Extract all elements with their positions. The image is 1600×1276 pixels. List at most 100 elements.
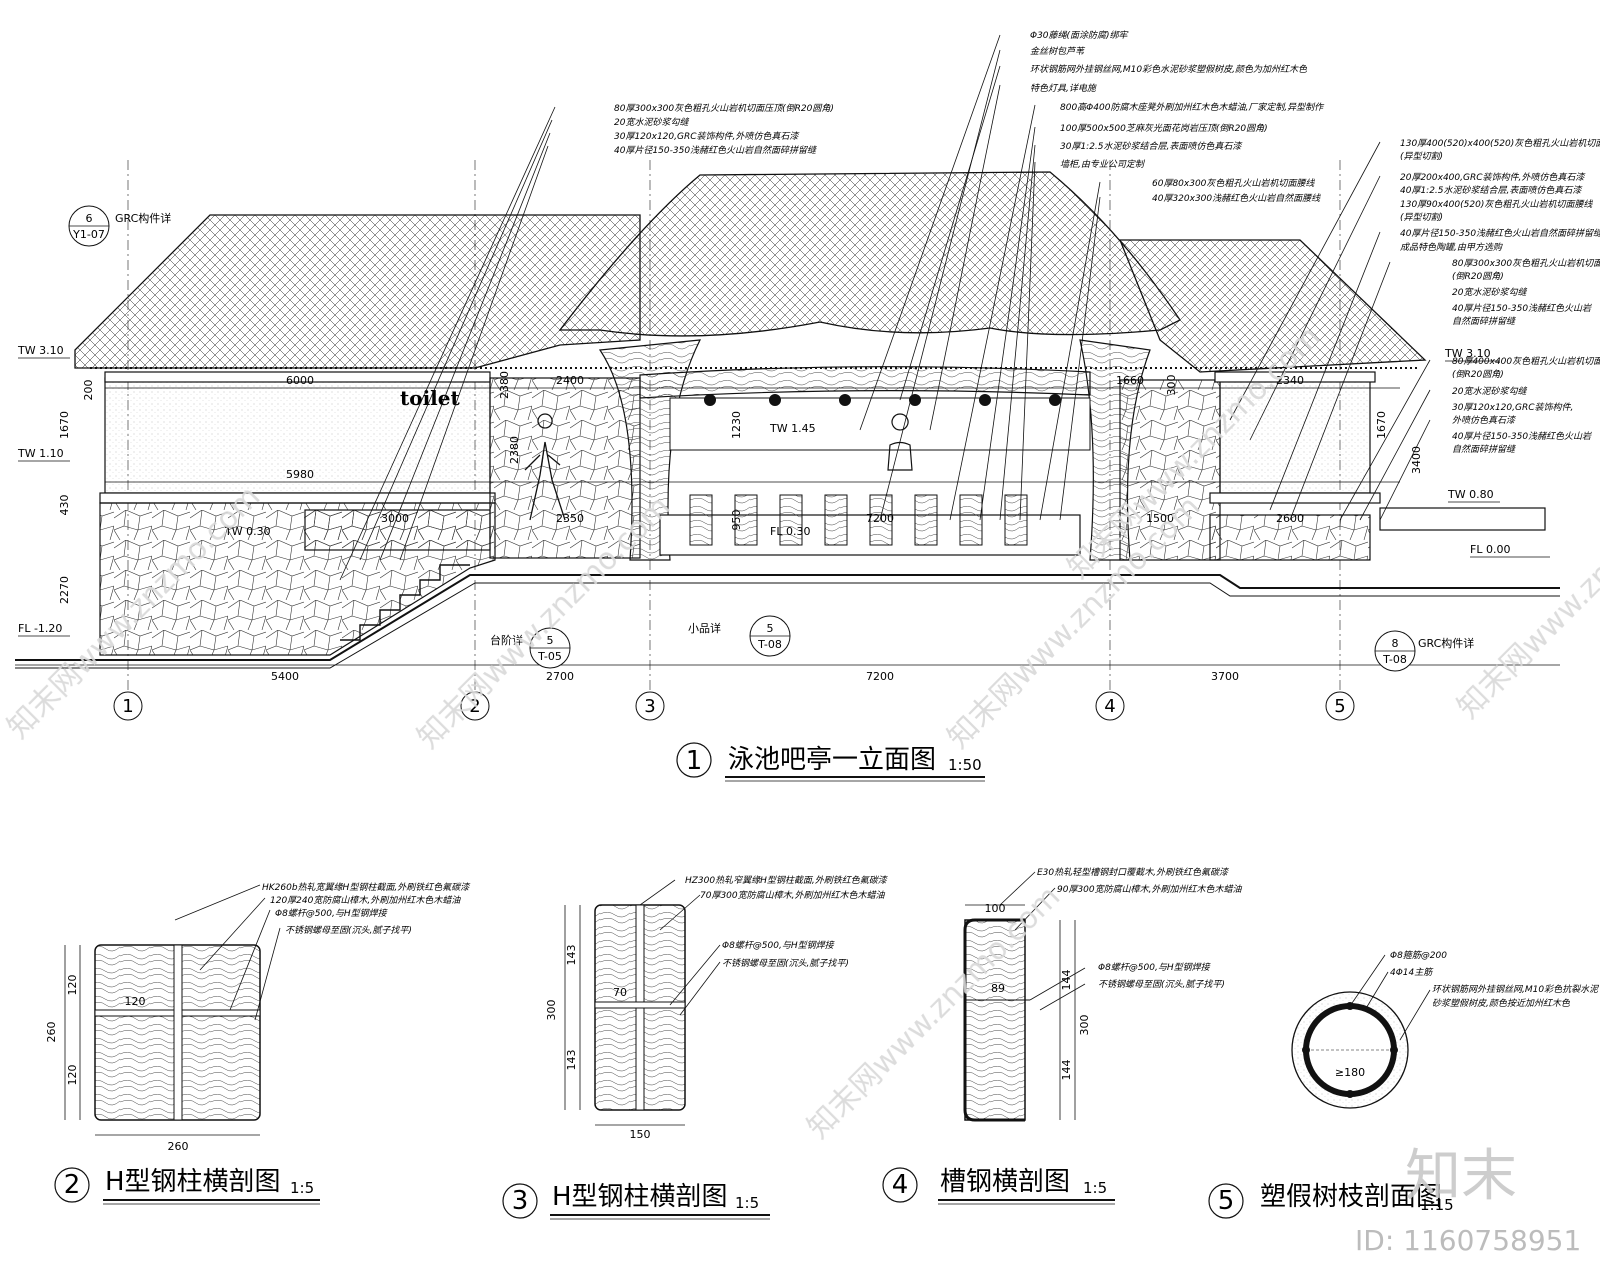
- bartender-silhouette: [887, 413, 913, 471]
- dim-mid-5: 1500: [1146, 512, 1174, 525]
- section-4-drawing: [963, 871, 1086, 1122]
- labels-top: Φ30藤绳(面涂防腐)绑牢 金丝树包芦苇 环状钢筋网外挂钢丝网,M10彩色水泥砂…: [1030, 30, 1325, 204]
- label-right-16: 20宽水泥砂浆勾缝: [1452, 386, 1527, 397]
- label-top-6: 100厚500x500芝麻灰光面花岗岩压顶(倒R20圆角): [1060, 123, 1268, 134]
- label-right-8: 成品特色陶罐,由甲方选购: [1400, 242, 1503, 253]
- label-right-6: (异型切割): [1400, 212, 1443, 223]
- callout-1: 6 Y1-07 GRC构件详: [68, 205, 171, 247]
- vdim-3: 2270: [58, 576, 71, 604]
- s4-dim-1: 100: [985, 902, 1006, 915]
- callout-4-sheet: T-08: [1382, 653, 1407, 666]
- log-beam: [639, 366, 1091, 399]
- callout-3: 5 T-08 小品详: [688, 615, 791, 657]
- label-right-20: 自然面碎拼留缝: [1452, 444, 1516, 455]
- callout-4-num: 8: [1392, 637, 1399, 650]
- axis-bubbles: 1 2 3 4 5: [113, 691, 1355, 721]
- label-top-7: 30厚1:2.5水泥砂浆结合层,表面喷仿色真石漆: [1060, 141, 1243, 152]
- label-top-2: 金丝树包芦苇: [1030, 46, 1086, 57]
- section-3-title: 3 H型钢柱横剖图 1:5: [502, 1182, 770, 1220]
- axis-5-label: 5: [1334, 696, 1345, 717]
- bar-back-shelf: [669, 397, 1091, 451]
- axis-2-label: 2: [469, 696, 480, 717]
- s2-label-2: 120厚240宽防腐山樟木,外刷加州红木色木蜡油: [270, 895, 461, 906]
- label-right-17: 30厚120x120,GRC装饰构件,: [1452, 402, 1573, 413]
- callout-2-num: 5: [547, 634, 554, 647]
- ground-line-2: [15, 582, 1560, 669]
- s3-dim-2: 143: [565, 945, 578, 966]
- callout-1-num: 6: [86, 212, 93, 225]
- callout-4: 8 T-08 GRC构件详: [1374, 630, 1474, 672]
- s2-label-4: 不锈钢螺母至固(沉头,腻子找平): [285, 925, 412, 936]
- label-right-15: (倒R20圆角): [1452, 369, 1504, 380]
- vdim-7: 1230: [730, 411, 743, 439]
- section-5-drawing: [1291, 954, 1431, 1109]
- label-right-10: (倒R20圆角): [1452, 271, 1504, 282]
- s3-label-4: 不锈钢螺母至固(沉头,腻子找平): [722, 958, 849, 969]
- s4-label-1: E30热轧轻型槽钢封口覆截木,外刷铁红色氟碳漆: [1037, 867, 1230, 878]
- dim-bottom-3: 7200: [866, 670, 894, 683]
- vdim-10: 3400: [1410, 446, 1423, 474]
- s5-title: 塑假树枝剖面图: [1260, 1182, 1442, 1212]
- s4-label-4: 不锈钢螺母至固(沉头,腻子找平): [1098, 979, 1225, 990]
- level-markers: TW 3.10 TW 1.10 FL -1.20 TW 0.30 TW 3.10…: [17, 344, 1550, 637]
- dim-bottom-4: 3700: [1211, 670, 1239, 683]
- s3-label-1: HZ300热轧窄翼缘H型钢柱截面,外刷铁红色氟碳漆: [685, 875, 889, 886]
- top-dim-labels: 6000 2400 1660 2340: [286, 374, 1304, 387]
- section-5-dims: ≥180: [1335, 1066, 1365, 1079]
- callout-3-num: 5: [767, 622, 774, 635]
- stairs: [340, 564, 470, 641]
- section-3-drawing: [564, 879, 721, 1126]
- level-3: FL -1.20: [18, 622, 62, 635]
- s5-scale: 1:15: [1420, 1196, 1454, 1214]
- dim-mid-6: 2600: [1276, 512, 1304, 525]
- label-left-4: 40厚片径150-350浅赭红色火山岩自然面碎拼留缝: [614, 145, 817, 156]
- right-band: [1209, 492, 1381, 504]
- bottom-dim-labels: 5400 2700 7200 3700: [271, 670, 1239, 683]
- s5-number: 5: [1218, 1186, 1235, 1216]
- s5-label-1: Φ8箍筋@200: [1390, 950, 1447, 961]
- center-roof-thatch: [558, 171, 1181, 337]
- axis-4-label: 4: [1104, 696, 1115, 717]
- axis-1-label: 1: [122, 696, 133, 717]
- level-4: TW 0.30: [224, 525, 271, 538]
- right-planter: [1209, 514, 1371, 561]
- s2-label-3: Φ8螺杆@500,与H型钢焊接: [275, 908, 388, 919]
- s2-number: 2: [64, 1170, 81, 1200]
- s5-label-3: 环状钢筋网外挂钢丝网,M10彩色抗裂水泥: [1432, 984, 1599, 995]
- labels-right: 130厚400(520)x400(520)灰色粗孔火山岩机切面压顶 (异型切割)…: [1400, 138, 1600, 455]
- label-top-5: 800高Φ400防腐木座凳外刷加州红木色木蜡油,厂家定制,异型制作: [1060, 102, 1325, 113]
- stone-column-left: [489, 377, 641, 559]
- label-right-12: 40厚片径150-350浅赭红色火山岩: [1452, 303, 1592, 314]
- label-right-19: 40厚片径150-350浅赭红色火山岩: [1452, 431, 1592, 442]
- s3-dim-1: 300: [545, 1000, 558, 1021]
- dim-lines: [15, 387, 1560, 666]
- s4-scale: 1:5: [1083, 1179, 1107, 1197]
- s3-number: 3: [512, 1186, 529, 1216]
- s3-dim-5: 150: [630, 1128, 651, 1141]
- dim-top-4: 2340: [1276, 374, 1304, 387]
- callout-2-sheet: T-05: [537, 650, 562, 663]
- right-roof-thatch: [1119, 239, 1427, 373]
- dim-top-1: 6000: [286, 374, 314, 387]
- label-right-13: 自然面碎拼留缝: [1452, 316, 1516, 327]
- axis-3-label: 3: [644, 696, 655, 717]
- vdim-5: 2380: [498, 371, 511, 399]
- section-5-labels: Φ8箍筋@200 4Φ14主筋 环状钢筋网外挂钢丝网,M10彩色抗裂水泥 砂浆塑…: [1390, 950, 1599, 1009]
- label-top-4: 特色灯具,详电施: [1030, 83, 1098, 94]
- right-side-bench: [1379, 507, 1546, 531]
- dim-bottom-1: 5400: [271, 670, 299, 683]
- s4-dim-2: 89: [991, 982, 1005, 995]
- s2-dim-5: 260: [168, 1140, 189, 1153]
- watermark-logo: 知末: [1405, 1144, 1517, 1209]
- level-2: TW 1.10: [17, 447, 64, 460]
- dim-mid-2: 3000: [381, 512, 409, 525]
- toilet-band: [99, 492, 496, 504]
- callout-1-sheet: Y1-07: [72, 228, 105, 241]
- label-top-3: 环状钢筋网外挂钢丝网,M10彩色水泥砂浆塑假树皮,颜色为加州红木色: [1030, 64, 1308, 75]
- s2-dim-4: 120: [125, 995, 146, 1008]
- label-top-1: Φ30藤绳(面涂防腐)绑牢: [1030, 30, 1129, 41]
- dim-mid-3: 2350: [556, 512, 584, 525]
- toilet-coping: [104, 371, 491, 383]
- main-title-number: 1: [686, 746, 703, 776]
- label-left-1: 80厚300x300灰色粗孔火山岩机切面压顶(倒R20圆角): [614, 103, 834, 114]
